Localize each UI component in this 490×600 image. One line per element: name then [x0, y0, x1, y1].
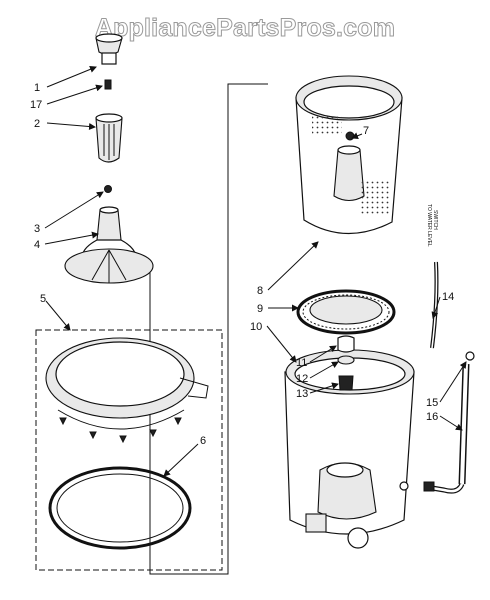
tub-hub-parts	[337, 335, 355, 391]
agitator-cam	[95, 113, 123, 163]
callout-15: 15	[426, 397, 438, 409]
leader-lines	[44, 66, 467, 477]
callout-8: 8	[257, 285, 263, 297]
callout-17: 17	[30, 99, 42, 111]
callout-2: 2	[34, 118, 40, 130]
tub-seal	[48, 466, 192, 550]
callout-11: 11	[296, 357, 307, 369]
callout-13: 13	[296, 388, 308, 400]
agitator-bolt	[104, 185, 112, 193]
water-level-label-line1: TO WATER LEVEL	[426, 204, 432, 247]
callout-4: 4	[34, 239, 40, 251]
fabric-softener-dispenser	[95, 33, 123, 90]
callout-5: 5	[40, 293, 46, 305]
tub-ring-group-box	[35, 329, 223, 571]
outer-tub	[284, 349, 415, 549]
callout-9: 9	[257, 303, 263, 315]
callout-12: 12	[296, 373, 308, 385]
agitator	[64, 206, 154, 284]
balance-ring	[296, 289, 396, 335]
callout-6: 6	[200, 435, 206, 447]
pressure-hose	[430, 261, 439, 349]
callout-14: 14	[442, 291, 454, 303]
drain-hose-and-clamp	[423, 351, 475, 494]
callout-10: 10	[250, 321, 262, 333]
callout-7: 7	[363, 125, 369, 137]
wash-basket	[295, 75, 403, 235]
callout-16: 16	[426, 411, 438, 423]
water-level-label-line2: SWITCH	[432, 210, 438, 230]
callout-3: 3	[34, 223, 40, 235]
watermark: AppliancePartsPros.com	[94, 14, 396, 43]
tub-ring	[45, 337, 209, 444]
callout-1: 1	[34, 82, 40, 94]
